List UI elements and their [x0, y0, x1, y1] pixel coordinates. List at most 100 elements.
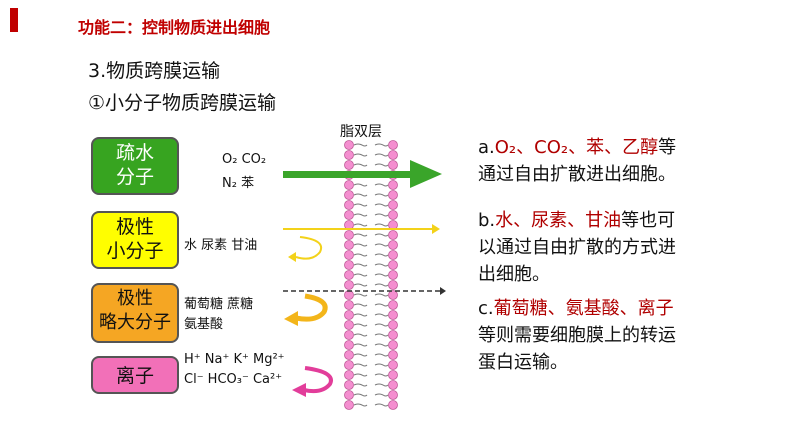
- lipid-tail: [353, 383, 368, 387]
- box-ion-line1: 离子: [115, 365, 154, 387]
- lipid-head: [388, 160, 398, 170]
- lipid-head: [344, 310, 354, 320]
- lipid-tail: [353, 363, 368, 367]
- lipid-tail: [374, 243, 389, 247]
- lipid-tail: [353, 253, 368, 257]
- lipid-tail: [374, 383, 389, 387]
- lipid-head: [344, 150, 354, 160]
- lipid-tail: [353, 403, 368, 407]
- lipid-head: [344, 190, 354, 200]
- lipid-head: [388, 270, 398, 280]
- lipid-tail: [374, 313, 389, 317]
- lipid-head: [344, 290, 354, 300]
- lipid-tail: [353, 203, 368, 207]
- lipid-tail: [353, 303, 368, 307]
- section-heading: 3.物质跨膜运输: [88, 60, 221, 82]
- note-c-line1: c.葡萄糖、氨基酸、离子: [478, 295, 778, 322]
- membrane-label: 脂双层: [340, 124, 382, 140]
- lipid-tail: [353, 323, 368, 327]
- lipid-head: [344, 240, 354, 250]
- lipid-head: [388, 300, 398, 310]
- lipid-tail: [353, 293, 368, 297]
- page-title: 功能二：控制物质进出细胞: [78, 18, 271, 37]
- note-c-line3: 蛋白运输。: [478, 352, 568, 373]
- section-subheading: ①小分子物质跨膜运输: [88, 92, 277, 114]
- molecules-polar-small: 水 尿素 甘油: [184, 238, 258, 253]
- box-ion: 离子: [91, 356, 179, 394]
- note-b-highlight: 水、尿素、甘油: [495, 210, 622, 231]
- lipid-tail: [353, 393, 368, 397]
- lipid-tail: [353, 353, 368, 357]
- lipid-head: [388, 360, 398, 370]
- lipid-tail: [353, 263, 368, 267]
- lipid-head: [388, 260, 398, 270]
- molecules-ion-line1: H⁺ Na⁺ K⁺ Mg²⁺: [184, 352, 285, 367]
- arrow-ion: [292, 366, 333, 397]
- header-accent-bar: [10, 8, 18, 32]
- lipid-head: [388, 280, 398, 290]
- lipid-head: [388, 210, 398, 220]
- lipid-head: [344, 200, 354, 210]
- box-polar-large-line1: 极性: [117, 288, 153, 309]
- lipid-head: [344, 300, 354, 310]
- note-b-line3: 出细胞。: [478, 264, 550, 285]
- note-c-highlight: 葡萄糖、氨基酸、离子: [493, 298, 674, 319]
- lipid-head: [388, 310, 398, 320]
- lipid-tail: [353, 213, 368, 217]
- lipid-head: [344, 140, 354, 150]
- note-c-line2: 等则需要细胞膜上的转运: [478, 325, 676, 346]
- molecules-hydrophobic-line1: O₂ CO₂: [222, 152, 267, 167]
- lipid-tail: [353, 163, 368, 167]
- lipid-head: [388, 330, 398, 340]
- lipid-tail: [374, 223, 389, 227]
- note-a: a.O₂、CO₂、苯、乙醇等 通过自由扩散进出细胞。: [478, 134, 778, 188]
- note-a-line1: a.O₂、CO₂、苯、乙醇等: [478, 134, 778, 161]
- lipid-tail: [353, 193, 368, 197]
- lipid-head: [344, 330, 354, 340]
- note-c-prefix: c.: [478, 298, 494, 319]
- lipid-head: [344, 210, 354, 220]
- lipid-tail: [374, 343, 389, 347]
- lipid-tail: [374, 183, 389, 187]
- lipid-tail: [374, 153, 389, 157]
- arrow-hydrophobic: [283, 160, 442, 188]
- lipid-tail: [353, 373, 368, 377]
- lipid-head: [388, 400, 398, 410]
- lipid-tail: [374, 163, 389, 167]
- lipid-tail: [374, 393, 389, 397]
- lipid-tail: [374, 233, 389, 237]
- lipid-tail: [353, 243, 368, 247]
- molecules-polar-large-line1: 葡萄糖 蔗糖: [184, 297, 254, 312]
- lipid-head: [388, 290, 398, 300]
- lipid-head: [388, 250, 398, 260]
- lipid-tail: [353, 223, 368, 227]
- lipid-tail: [374, 263, 389, 267]
- lipid-head: [388, 190, 398, 200]
- molecules-ion-line2: Cl⁻ HCO₃⁻ Ca²⁺: [184, 372, 283, 387]
- lipid-head: [344, 340, 354, 350]
- box-polar-large-line2: 略大分子: [99, 312, 171, 333]
- box-polar-small: 极性 小分子: [91, 211, 179, 269]
- lipid-tail: [353, 283, 368, 287]
- note-b-suffix: 等也可: [621, 210, 676, 231]
- lipid-head: [388, 350, 398, 360]
- lipid-head: [388, 390, 398, 400]
- lipid-tail: [374, 363, 389, 367]
- lipid-head: [344, 370, 354, 380]
- lipid-head: [388, 140, 398, 150]
- lipid-tail: [374, 293, 389, 297]
- lipid-head: [388, 230, 398, 240]
- lipid-tail: [374, 323, 389, 327]
- lipid-head: [344, 160, 354, 170]
- lipid-tail: [353, 333, 368, 337]
- box-polar-large: 极性 略大分子: [91, 283, 179, 343]
- lipid-head: [388, 200, 398, 210]
- lipid-head: [388, 150, 398, 160]
- lipid-tail: [374, 403, 389, 407]
- box-polar-small-line1: 极性: [115, 216, 154, 238]
- lipid-head: [388, 320, 398, 330]
- box-polar-small-line2: 小分子: [106, 240, 164, 262]
- note-a-highlight: O₂、CO₂、苯、乙醇: [494, 137, 659, 158]
- box-hydrophobic-line2: 分子: [115, 166, 154, 188]
